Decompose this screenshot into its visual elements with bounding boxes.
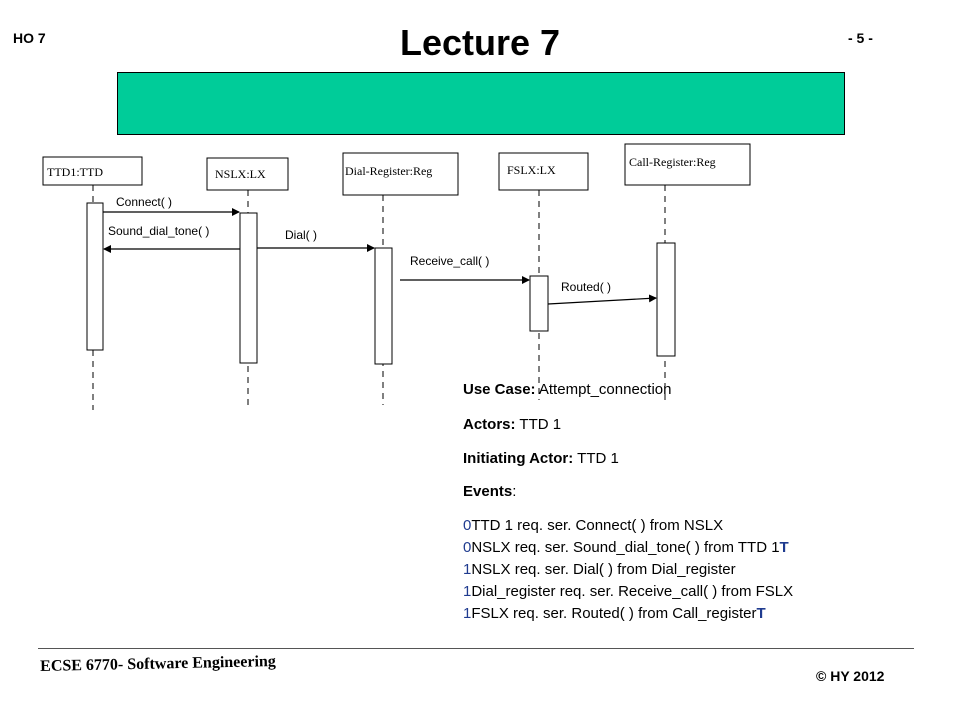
event-item: 0NSLX req. ser. Sound_dial_tone( ) from … [463, 539, 789, 556]
message-label-connect: Connect( ) [116, 195, 172, 209]
object-box-ttd1 [42, 156, 143, 186]
message-arrow-routed [547, 294, 657, 305]
message-label-sound-dial-tone: Sound_dial_tone( ) [108, 224, 209, 238]
initiating-actor-value: TTD 1 [573, 450, 619, 467]
object-box-nslx [206, 157, 289, 191]
page-title: Lecture 7 [399, 22, 561, 63]
events-row: Events: [463, 483, 516, 500]
event-text: NSLX req. ser. Dial( ) from Dial_registe… [471, 561, 736, 578]
event-item: 1FSLX req. ser. Routed( ) from Call_regi… [463, 605, 766, 622]
use-case-row: Use Case: Attempt_connection [463, 381, 671, 398]
initiating-actor-row: Initiating Actor: TTD 1 [463, 450, 619, 467]
object-label-fslx: FSLX:LX [507, 163, 556, 177]
object-label-ttd1: TTD1:TTD [47, 165, 103, 179]
activation-dial-register [374, 247, 393, 365]
events-colon: : [512, 483, 517, 500]
actors-value: TTD 1 [515, 416, 562, 433]
use-case-label: Use Case: [463, 381, 536, 398]
event-bullet: 1 [463, 605, 472, 622]
event-tail: T [756, 605, 766, 622]
activation-nslx [239, 212, 258, 364]
initiating-actor-label: Initiating Actor: [463, 450, 574, 467]
object-label-dial-register: Dial-Register:Reg [345, 164, 432, 178]
event-text: Dial_register req. ser. Receive_call( ) … [471, 583, 794, 600]
event-item: 0TTD 1 req. ser. Connect( ) from NSLX [463, 517, 723, 534]
object-label-nslx: NSLX:LX [215, 167, 266, 181]
activation-call-register [656, 242, 676, 357]
event-bullet: 1 [463, 583, 472, 600]
activation-fslx [529, 275, 549, 332]
object-label-call-register: Call-Register:Reg [629, 155, 716, 169]
event-text: NSLX req. ser. Sound_dial_tone( ) from T… [471, 539, 780, 556]
event-bullet: 0 [463, 517, 472, 534]
object-box-fslx [498, 152, 589, 191]
events-label: Events [463, 483, 513, 500]
footer-divider [38, 648, 914, 649]
activation-ttd1 [86, 202, 104, 351]
event-text: FSLX req. ser. Routed( ) from Call_regis… [471, 605, 757, 622]
message-label-dial: Dial( ) [285, 228, 317, 242]
message-label-routed: Routed( ) [561, 280, 611, 294]
actors-label: Actors: [463, 416, 516, 433]
use-case-value: Attempt_connection [535, 381, 672, 398]
event-tail: T [779, 539, 789, 556]
handout-number: HO 7 [13, 30, 46, 46]
object-box-call-register [624, 143, 751, 186]
message-label-receive-call: Receive_call( ) [410, 254, 489, 268]
event-item: 1NSLX req. ser. Dial( ) from Dial_regist… [463, 561, 736, 578]
event-text: TTD 1 req. ser. Connect( ) from NSLX [471, 517, 724, 534]
title-banner [117, 72, 845, 135]
event-item: 1Dial_register req. ser. Receive_call( )… [463, 583, 793, 600]
page-number: - 5 - [848, 30, 873, 46]
event-bullet: 0 [463, 539, 472, 556]
event-bullet: 1 [463, 561, 472, 578]
actors-row: Actors: TTD 1 [463, 416, 561, 433]
copyright: © HY 2012 [816, 668, 885, 684]
object-box-dial-register [342, 152, 459, 196]
